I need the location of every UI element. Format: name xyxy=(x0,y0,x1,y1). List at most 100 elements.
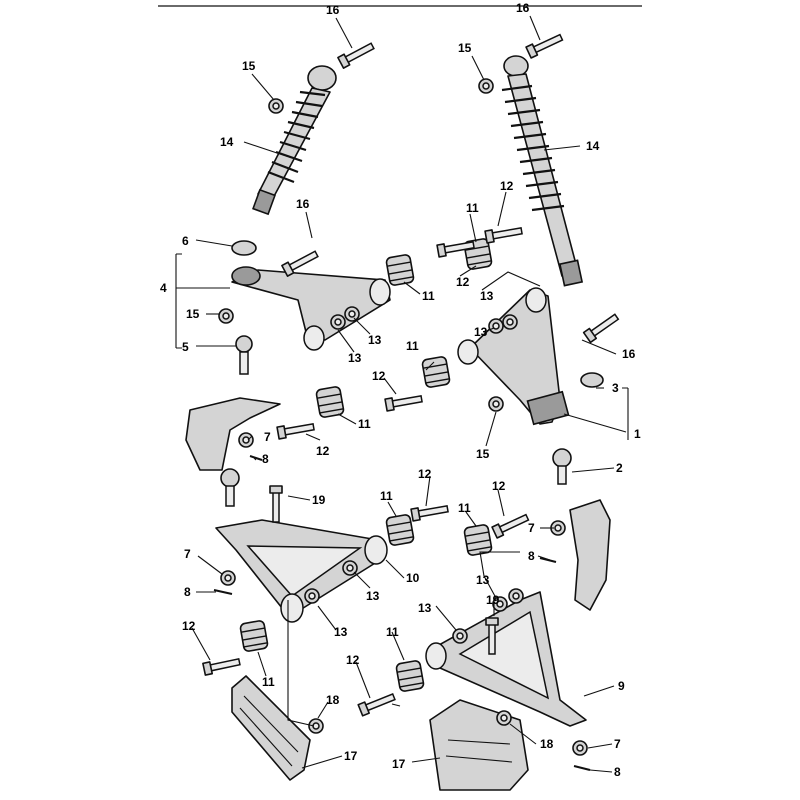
callout-13: 13 xyxy=(418,601,432,615)
callout-12: 12 xyxy=(372,369,386,383)
bolt xyxy=(202,655,242,676)
right-lower-a-arm xyxy=(425,591,587,727)
callout-16: 16 xyxy=(516,1,530,15)
callout-8: 8 xyxy=(184,585,191,599)
bolt xyxy=(484,224,524,244)
bolt xyxy=(276,420,316,440)
bushing xyxy=(462,523,494,557)
callout-12: 12 xyxy=(500,179,514,193)
callout-12: 12 xyxy=(316,444,330,458)
callout-13: 13 xyxy=(334,625,348,639)
callout-7: 7 xyxy=(264,430,271,444)
callout-4: 4 xyxy=(160,281,167,295)
callout-9: 9 xyxy=(618,679,625,693)
left-lower-a-arm xyxy=(215,519,388,623)
nut xyxy=(488,396,504,412)
callout-11: 11 xyxy=(466,201,479,215)
leader-lines xyxy=(175,15,629,773)
left-upper-a-arm xyxy=(231,266,391,351)
nut xyxy=(308,718,324,734)
callout-8: 8 xyxy=(528,549,535,563)
callout-12: 12 xyxy=(456,275,470,289)
cotter-pin xyxy=(573,765,591,771)
callout-11: 11 xyxy=(380,489,393,503)
callout-11: 11 xyxy=(386,625,399,639)
callout-15: 15 xyxy=(186,307,200,321)
callout-12: 12 xyxy=(418,467,432,481)
callout-15: 15 xyxy=(458,41,472,55)
bushing xyxy=(394,659,426,693)
bolt xyxy=(337,39,377,69)
callout-17: 17 xyxy=(344,749,358,763)
bolt xyxy=(582,311,621,344)
nut xyxy=(452,628,468,644)
callout-13: 13 xyxy=(480,289,494,303)
callout-18: 18 xyxy=(540,737,554,751)
callout-16: 16 xyxy=(326,3,340,17)
callout-11: 11 xyxy=(262,675,275,689)
nut xyxy=(268,98,284,114)
bolt xyxy=(525,31,565,59)
bushing xyxy=(384,253,416,287)
callout-7: 7 xyxy=(184,547,191,561)
bushing xyxy=(238,619,270,653)
nut xyxy=(304,588,320,604)
callout-7: 7 xyxy=(528,521,535,535)
right-shock-absorber xyxy=(501,55,584,287)
nut xyxy=(488,318,504,334)
bushing xyxy=(384,513,416,547)
nut xyxy=(502,314,518,330)
callout-11: 11 xyxy=(358,417,371,431)
bolt xyxy=(491,511,531,539)
callout-13: 13 xyxy=(368,333,382,347)
nut xyxy=(220,570,236,586)
bolt xyxy=(269,485,283,523)
callout-13: 13 xyxy=(474,325,488,339)
bolt xyxy=(410,502,450,522)
bushing xyxy=(314,385,346,419)
left-skid-plate xyxy=(231,675,311,781)
callout-13: 13 xyxy=(476,573,490,587)
bolt xyxy=(281,247,321,277)
callout-19: 19 xyxy=(486,593,500,607)
callout-13: 13 xyxy=(348,351,362,365)
nut xyxy=(496,710,512,726)
callout-13: 13 xyxy=(366,589,380,603)
dust-cap xyxy=(231,240,257,256)
nut xyxy=(572,740,588,756)
callout-12: 12 xyxy=(346,653,360,667)
callout-7: 7 xyxy=(614,737,621,751)
callout-6: 6 xyxy=(182,234,189,248)
callout-19: 19 xyxy=(312,493,326,507)
nut xyxy=(330,314,346,330)
nut xyxy=(238,432,254,448)
callout-8: 8 xyxy=(262,452,269,466)
callout-15: 15 xyxy=(242,59,256,73)
cotter-pin xyxy=(539,557,557,563)
callout-11: 11 xyxy=(406,339,419,353)
callout-16: 16 xyxy=(296,197,310,211)
callout-12: 12 xyxy=(182,619,196,633)
callout-12: 12 xyxy=(492,479,506,493)
nut xyxy=(508,588,524,604)
callout-14: 14 xyxy=(220,135,234,149)
callout-5: 5 xyxy=(182,340,189,354)
nut xyxy=(344,306,360,322)
bushing xyxy=(420,355,452,389)
callout-14: 14 xyxy=(586,139,600,153)
callout-15: 15 xyxy=(476,447,490,461)
nut xyxy=(218,308,234,324)
nut xyxy=(478,78,494,94)
right-upper-a-arm xyxy=(457,287,570,426)
callout-10: 10 xyxy=(406,571,420,585)
cotter-pin xyxy=(213,589,233,595)
right-steering-knuckle xyxy=(552,448,611,611)
bolt xyxy=(384,392,424,412)
callout-labels: 1 2 3 4 5 6 7 7 7 7 8 8 8 8 9 10 11 11 1… xyxy=(160,1,641,779)
callout-17: 17 xyxy=(392,757,406,771)
callout-18: 18 xyxy=(326,693,340,707)
bolt xyxy=(357,690,397,717)
right-skid-plate xyxy=(429,699,529,791)
callout-3: 3 xyxy=(612,381,619,395)
